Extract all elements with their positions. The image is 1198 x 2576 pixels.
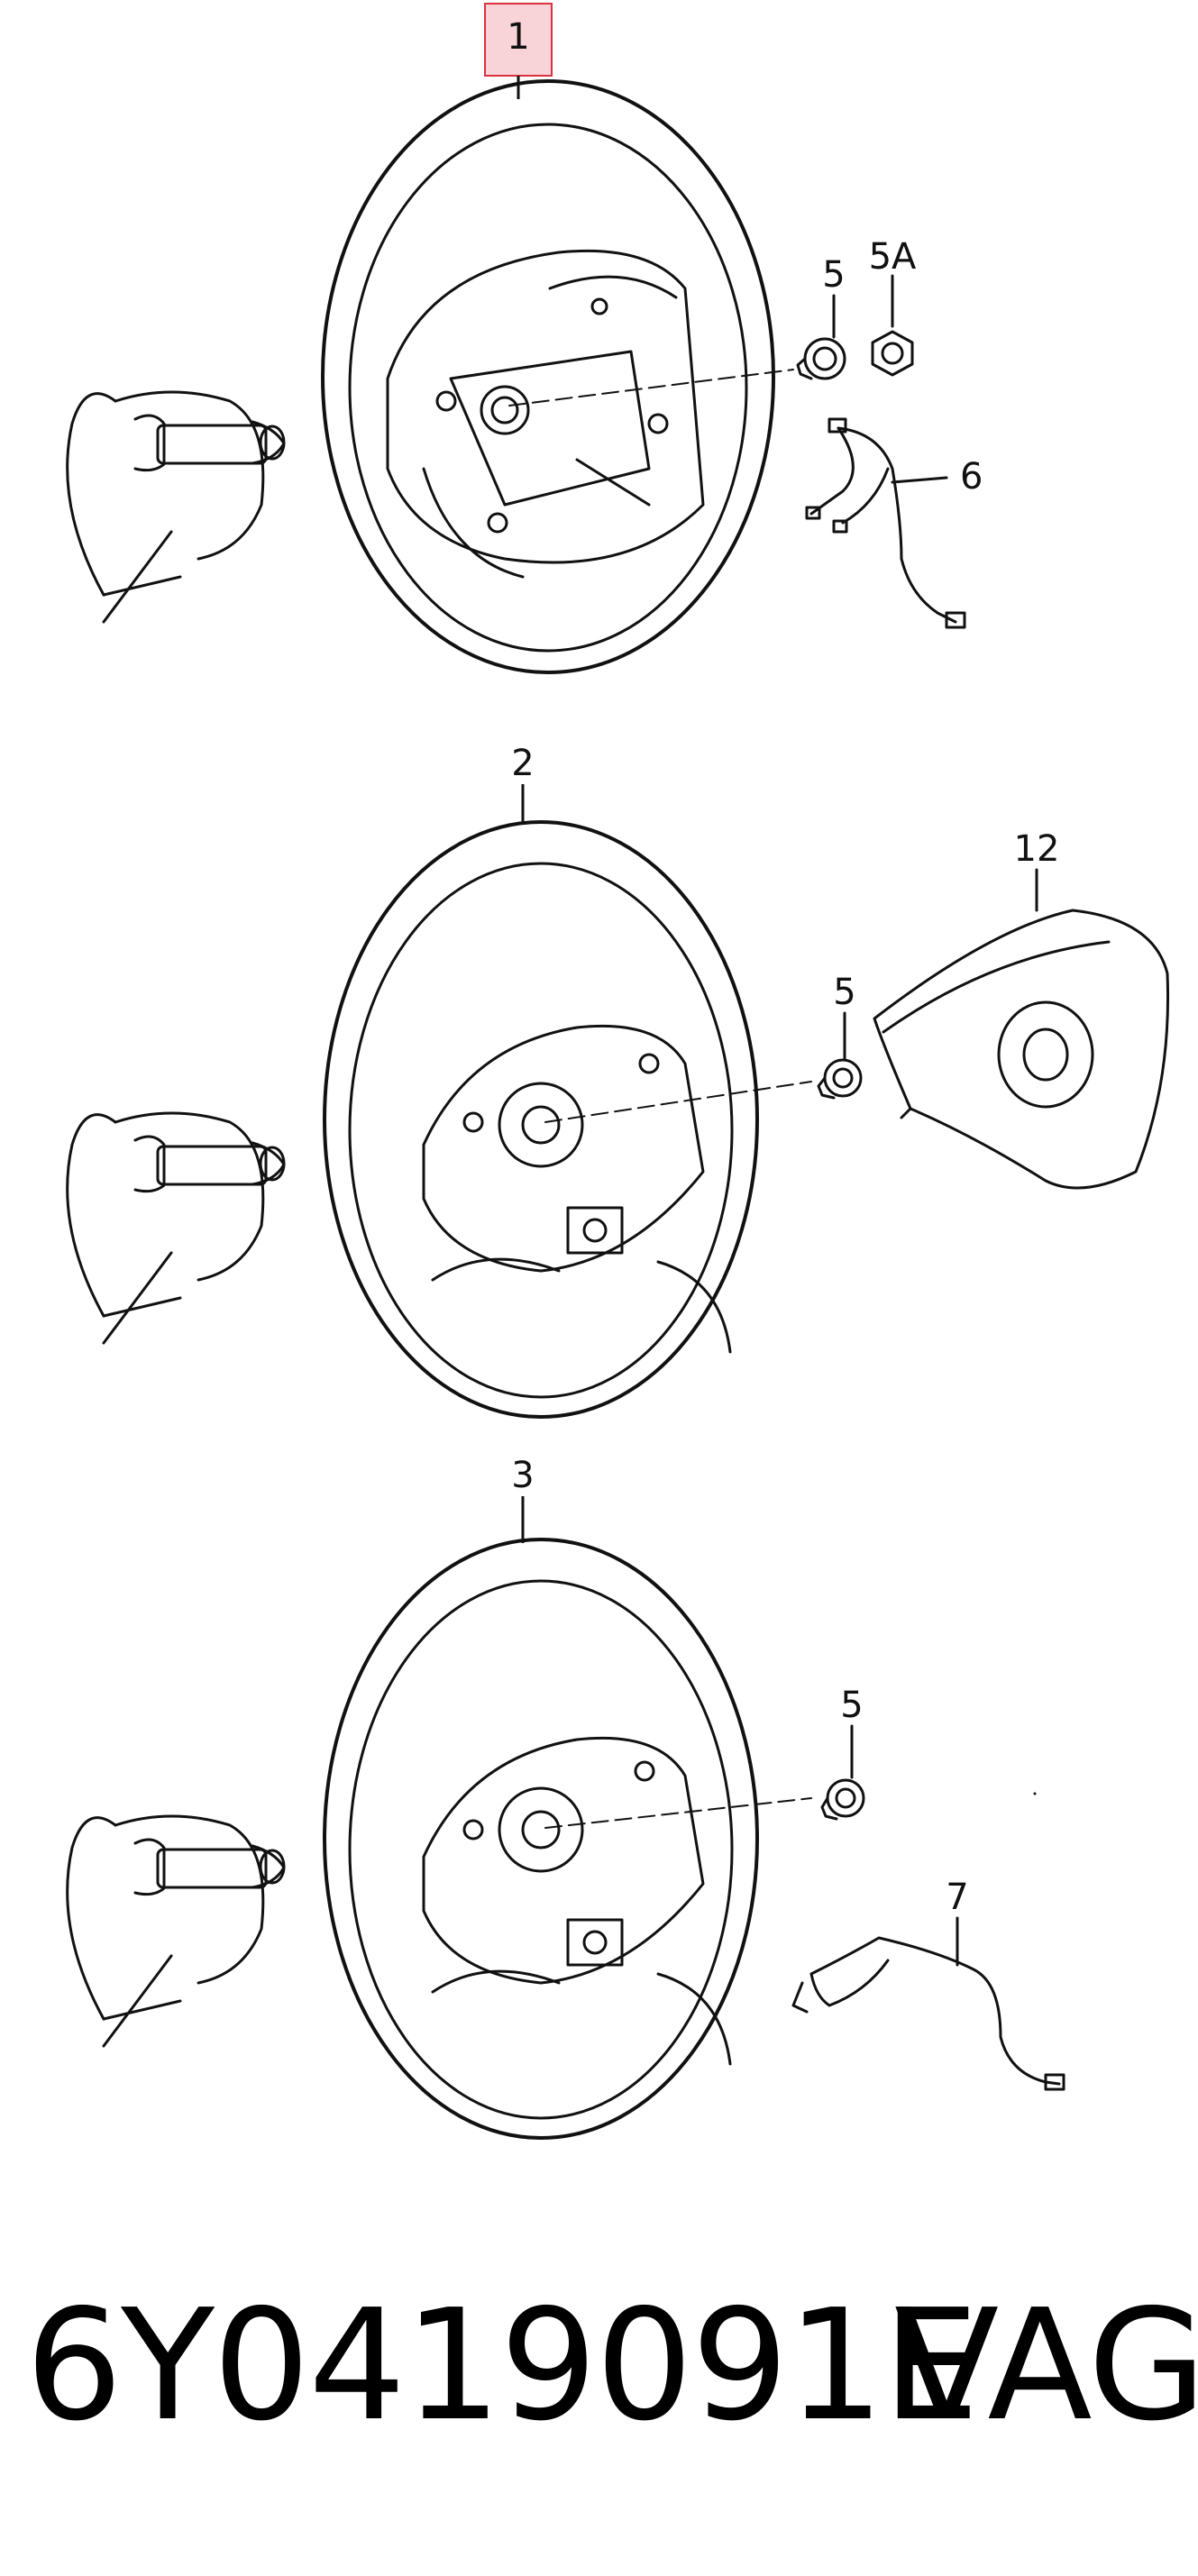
callout-3: 3 [511,1455,534,1496]
callout-12: 12 [1014,828,1060,870]
callout-5-middle: 5 [833,972,855,1013]
steering-wheel-2 [66,820,812,1419]
callout-1: 1 [507,16,529,58]
nut-5-bottom [820,1724,865,1821]
callout-5a: 5A [869,236,917,278]
callout-6: 6 [960,456,983,498]
callout-7: 7 [946,1877,968,1918]
wiring-harness-6 [805,417,966,629]
steering-column-3 [66,1814,286,2048]
airbag-module-12 [873,868,1170,1795]
nut-5a [871,274,914,377]
callout-2: 2 [511,743,534,784]
brand-name: VAG [894,2277,1198,2455]
callout-5-top: 5 [822,254,845,296]
callout-1-highlight [484,3,553,77]
steering-wheel-3 [66,1538,812,2140]
nut-5-top [796,294,846,380]
steering-column-2 [66,1111,286,1345]
wiring-harness-7 [791,1916,1065,2091]
part-number: 6Y0419091E [25,2277,980,2455]
callout-5-bottom: 5 [840,1685,863,1726]
steering-column-1 [66,390,286,624]
steering-wheel-1 [66,79,794,674]
nut-5-middle [817,1011,863,1100]
